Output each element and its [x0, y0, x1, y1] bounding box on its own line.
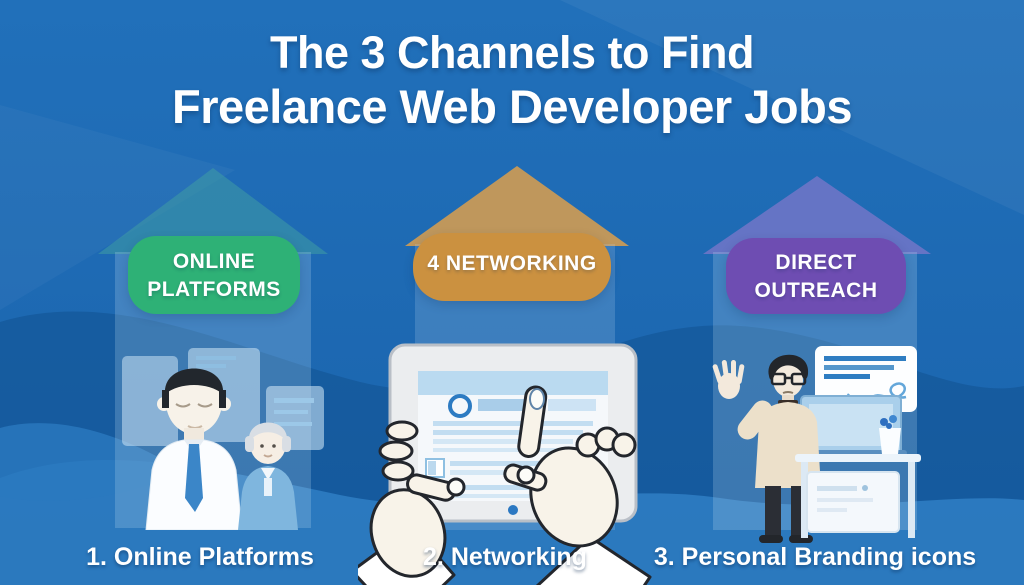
arrow-head	[703, 176, 931, 254]
badge-text: PLATFORMS	[147, 277, 281, 301]
caption-networking: 2. Networking	[423, 543, 587, 571]
tablet-hands-illustration	[358, 343, 652, 585]
title-line-2: Freelance Web Developer Jobs	[172, 80, 852, 134]
title-line-1: The 3 Channels to Find	[269, 27, 755, 78]
arrow-head	[405, 166, 629, 246]
right-hand-icon	[503, 385, 652, 585]
recruiters-illustration	[122, 348, 324, 530]
badge-text: DIRECT	[775, 250, 857, 274]
badge-networking: 4 NETWORKING	[413, 233, 611, 301]
avatar-circle-icon	[448, 394, 472, 418]
badge-online-platforms: ONLINE PLATFORMS	[128, 236, 300, 314]
page-title: The 3 Channels to Find Freelance Web Dev…	[0, 26, 1024, 135]
caption-personal-branding: 3. Personal Branding icons	[653, 543, 977, 571]
caption-online-platforms: 1. Online Platforms	[86, 543, 314, 571]
badge-text: OUTREACH	[754, 278, 878, 302]
right-sleeve	[535, 535, 652, 585]
cup-icon	[879, 428, 901, 454]
arrow-head	[98, 168, 328, 254]
waving-hand-icon	[712, 360, 745, 399]
recruiter-woman-figure	[238, 422, 298, 530]
developer-desk-illustration	[712, 346, 921, 543]
home-button-icon	[508, 505, 518, 515]
laptop-icon	[795, 395, 907, 456]
badge-text: ONLINE	[172, 249, 256, 273]
badge-direct-outreach: DIRECT OUTREACH	[726, 238, 906, 314]
badge-text: 4 NETWORKING	[427, 252, 597, 275]
recruiter-man-figure	[145, 368, 243, 530]
left-hand-icon	[358, 420, 466, 585]
desk-icon	[795, 415, 921, 538]
